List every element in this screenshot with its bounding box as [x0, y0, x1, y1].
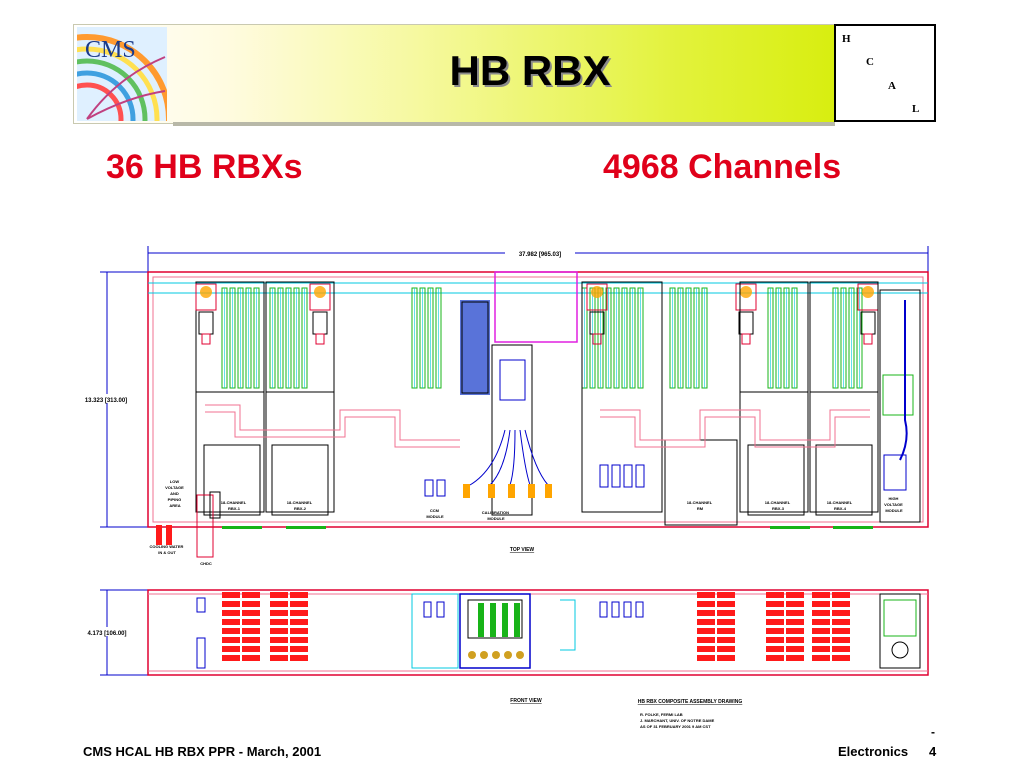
svg-text:LOW VOLTAGE AND: LOW VOLTAGE AND PIPING AREA [165, 479, 185, 508]
footer-left: CMS HCAL HB RBX PPR - March, 2001 [83, 744, 322, 759]
svg-text:CHDC: CHDC [200, 561, 212, 566]
center-module [460, 271, 578, 516]
svg-text:CALIBRATION MODULE: CALIBRATION MODULE [482, 510, 510, 521]
logo-text: CMS [85, 37, 136, 63]
corner-letter-l: L [912, 103, 920, 115]
corner-letter-h: H [842, 33, 851, 45]
front-height-label: 4.173 [106.00] [87, 631, 126, 637]
title-banner-shadow [173, 122, 835, 126]
ccm-connectors [424, 464, 645, 497]
hcal-corner-box: H C A L [834, 24, 936, 122]
svg-text:HIGH VOLTAGE MODUL: HIGH VOLTAGE MODULE [884, 496, 904, 513]
top-view-labels: LOW VOLTAGE AND PIPING AREA 18-CHANNEL R… [149, 479, 903, 566]
hv-module [879, 289, 921, 523]
rm-module-right-3 [809, 281, 879, 516]
svg-text:CCM MODULE: CCM MODULE [426, 508, 444, 519]
title-banner [73, 24, 835, 124]
top-view [147, 271, 929, 558]
svg-text:18-CHANNEL RM: 18-CHANNEL RM [687, 500, 713, 511]
front-red-boards [222, 592, 850, 661]
title-block: HB RBX COMPOSITE ASSEMBLY DRAWING R. FOL… [638, 699, 743, 729]
svg-text:18-CHANNEL RBX-3: 18-CHANNEL RBX-3 [765, 500, 791, 511]
svg-text:18-CHANNEL RBX-4: 18-CHANNEL RBX-4 [827, 500, 853, 511]
svg-text:R. FOLKE, FERMI LAB J. M: R. FOLKE, FERMI LAB J. MARCHANT, UNIV. O… [640, 712, 715, 729]
cooling-pipes [156, 491, 221, 558]
page-number: 4 [929, 744, 937, 759]
green-bars [222, 526, 873, 529]
rm-module-left-1 [195, 281, 265, 516]
cable-paths [205, 404, 870, 448]
svg-text:18-CHANNEL RBX-2: 18-CHANNEL RBX-2 [287, 500, 313, 511]
width-dimension-label: 37.982 [965.03] [519, 252, 561, 258]
rm-module-right-2 [739, 281, 809, 516]
channel-count: 4968 Channels [603, 148, 842, 186]
footer-section: Electronics [838, 744, 909, 759]
rbx-count: 36 HB RBXs [106, 148, 303, 186]
front-view-caption: FRONT VIEW [510, 698, 542, 704]
width-dimension: 37.982 [965.03] [147, 246, 929, 272]
page-title: HB RBX [449, 47, 611, 94]
connector-clusters [195, 283, 879, 345]
footer-dash: - [931, 725, 935, 739]
board-stacks [221, 287, 863, 389]
svg-text:18-CHANNEL RBX-1: 18-CHANNEL RBX-1 [221, 500, 247, 511]
front-view: 4.173 [106.00] FRONT VIEW [76, 589, 929, 704]
rm-module-left-2 [265, 281, 335, 516]
svg-text:COOLING WATER IN & OUT: COOLING WATER IN & OUT [149, 544, 184, 555]
top-view-caption: TOP VIEW [510, 547, 535, 553]
height-dimension-label: 13.323 [313.00] [85, 398, 127, 404]
rm-module-right-1 [581, 281, 738, 526]
height-dimension: 13.323 [313.00] [74, 271, 148, 528]
corner-letter-a: A [888, 80, 896, 92]
title-block-title: HB RBX COMPOSITE ASSEMBLY DRAWING [638, 699, 743, 705]
corner-letter-c: C [866, 56, 874, 68]
cms-logo: CMS [77, 27, 167, 121]
